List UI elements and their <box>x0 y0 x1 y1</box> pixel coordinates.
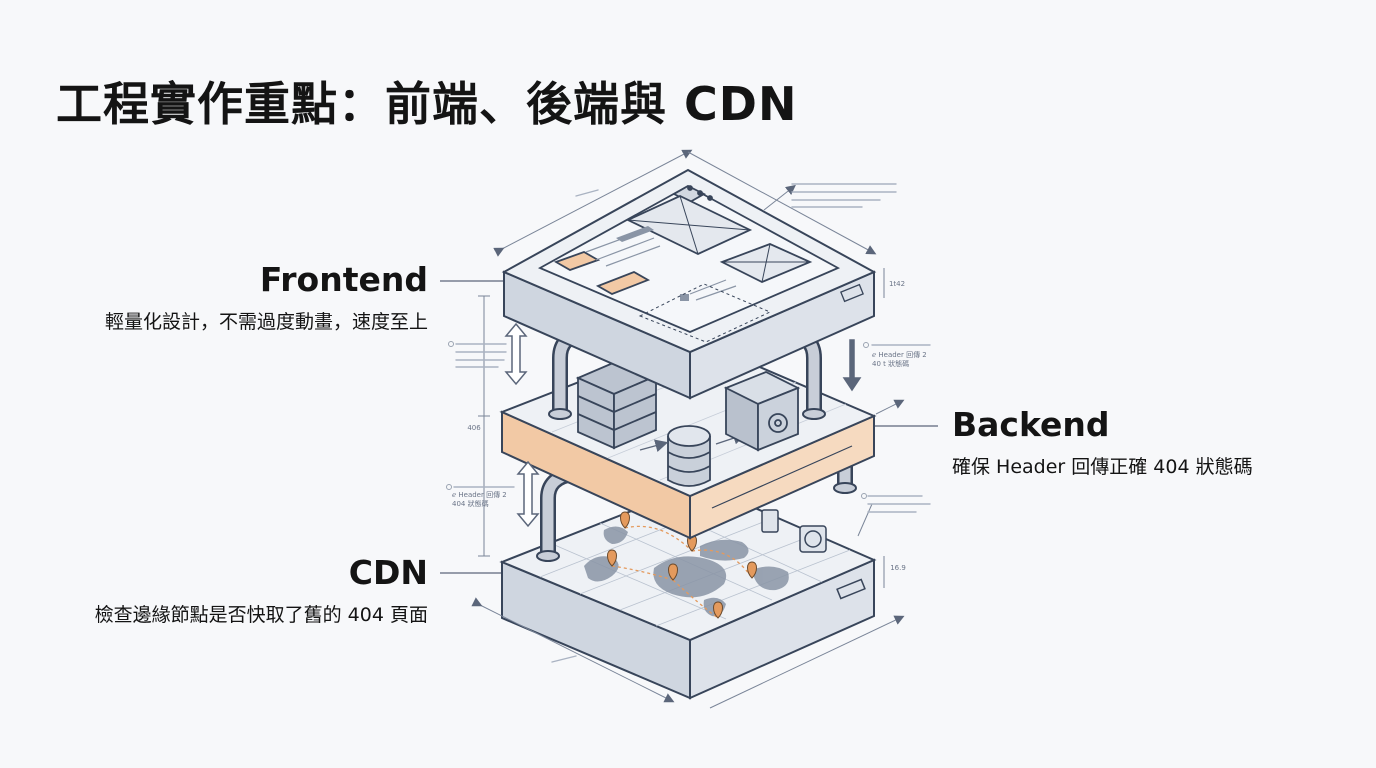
data-flow-arrows <box>504 322 862 528</box>
database-icon <box>667 425 711 487</box>
frontend-title: Frontend <box>259 260 428 299</box>
frontend-label: Frontend 輕量化設計，不需過度動畫，速度至上 <box>105 260 428 336</box>
dimension-lines <box>471 149 905 709</box>
server-rack-icon <box>575 359 659 450</box>
cdn-description: 檢查邊緣節點是否快取了舊的 404 頁面 <box>94 604 428 626</box>
dimension-right-top: 1t42 <box>889 280 905 288</box>
backend-slab <box>499 336 877 540</box>
backend-title: Backend <box>952 405 1110 444</box>
annotation-scribbles <box>453 183 931 663</box>
page-title: 工程實作重點：前端、後端與 CDN <box>56 77 798 131</box>
backend-description: 確保 Header 回傳正確 404 狀態碼 <box>952 456 1253 478</box>
backend-label: Backend 確保 Header 回傳正確 404 狀態碼 <box>952 405 1253 481</box>
backend-note-line-1: ℯ Header 回傳 2 <box>872 350 927 359</box>
cdn-note-line-2: 404 狀態碼 <box>452 499 489 508</box>
cdn-label: CDN 檢查邊緣節點是否快取了舊的 404 頁面 <box>95 553 428 629</box>
cdn-title: CDN <box>348 553 428 592</box>
cdn-note-line-1: ℯ Header 回傳 2 <box>452 490 507 499</box>
frontend-description: 輕量化設計，不需過度動畫，速度至上 <box>104 311 428 333</box>
cdn-device-icons <box>761 509 827 553</box>
dimension-right-bottom: 16.9 <box>890 564 906 572</box>
dimension-left: 406 <box>467 424 481 432</box>
backend-note-line-2: 40 t 狀態碼 <box>872 359 909 368</box>
gear-cube-icon <box>723 371 801 452</box>
